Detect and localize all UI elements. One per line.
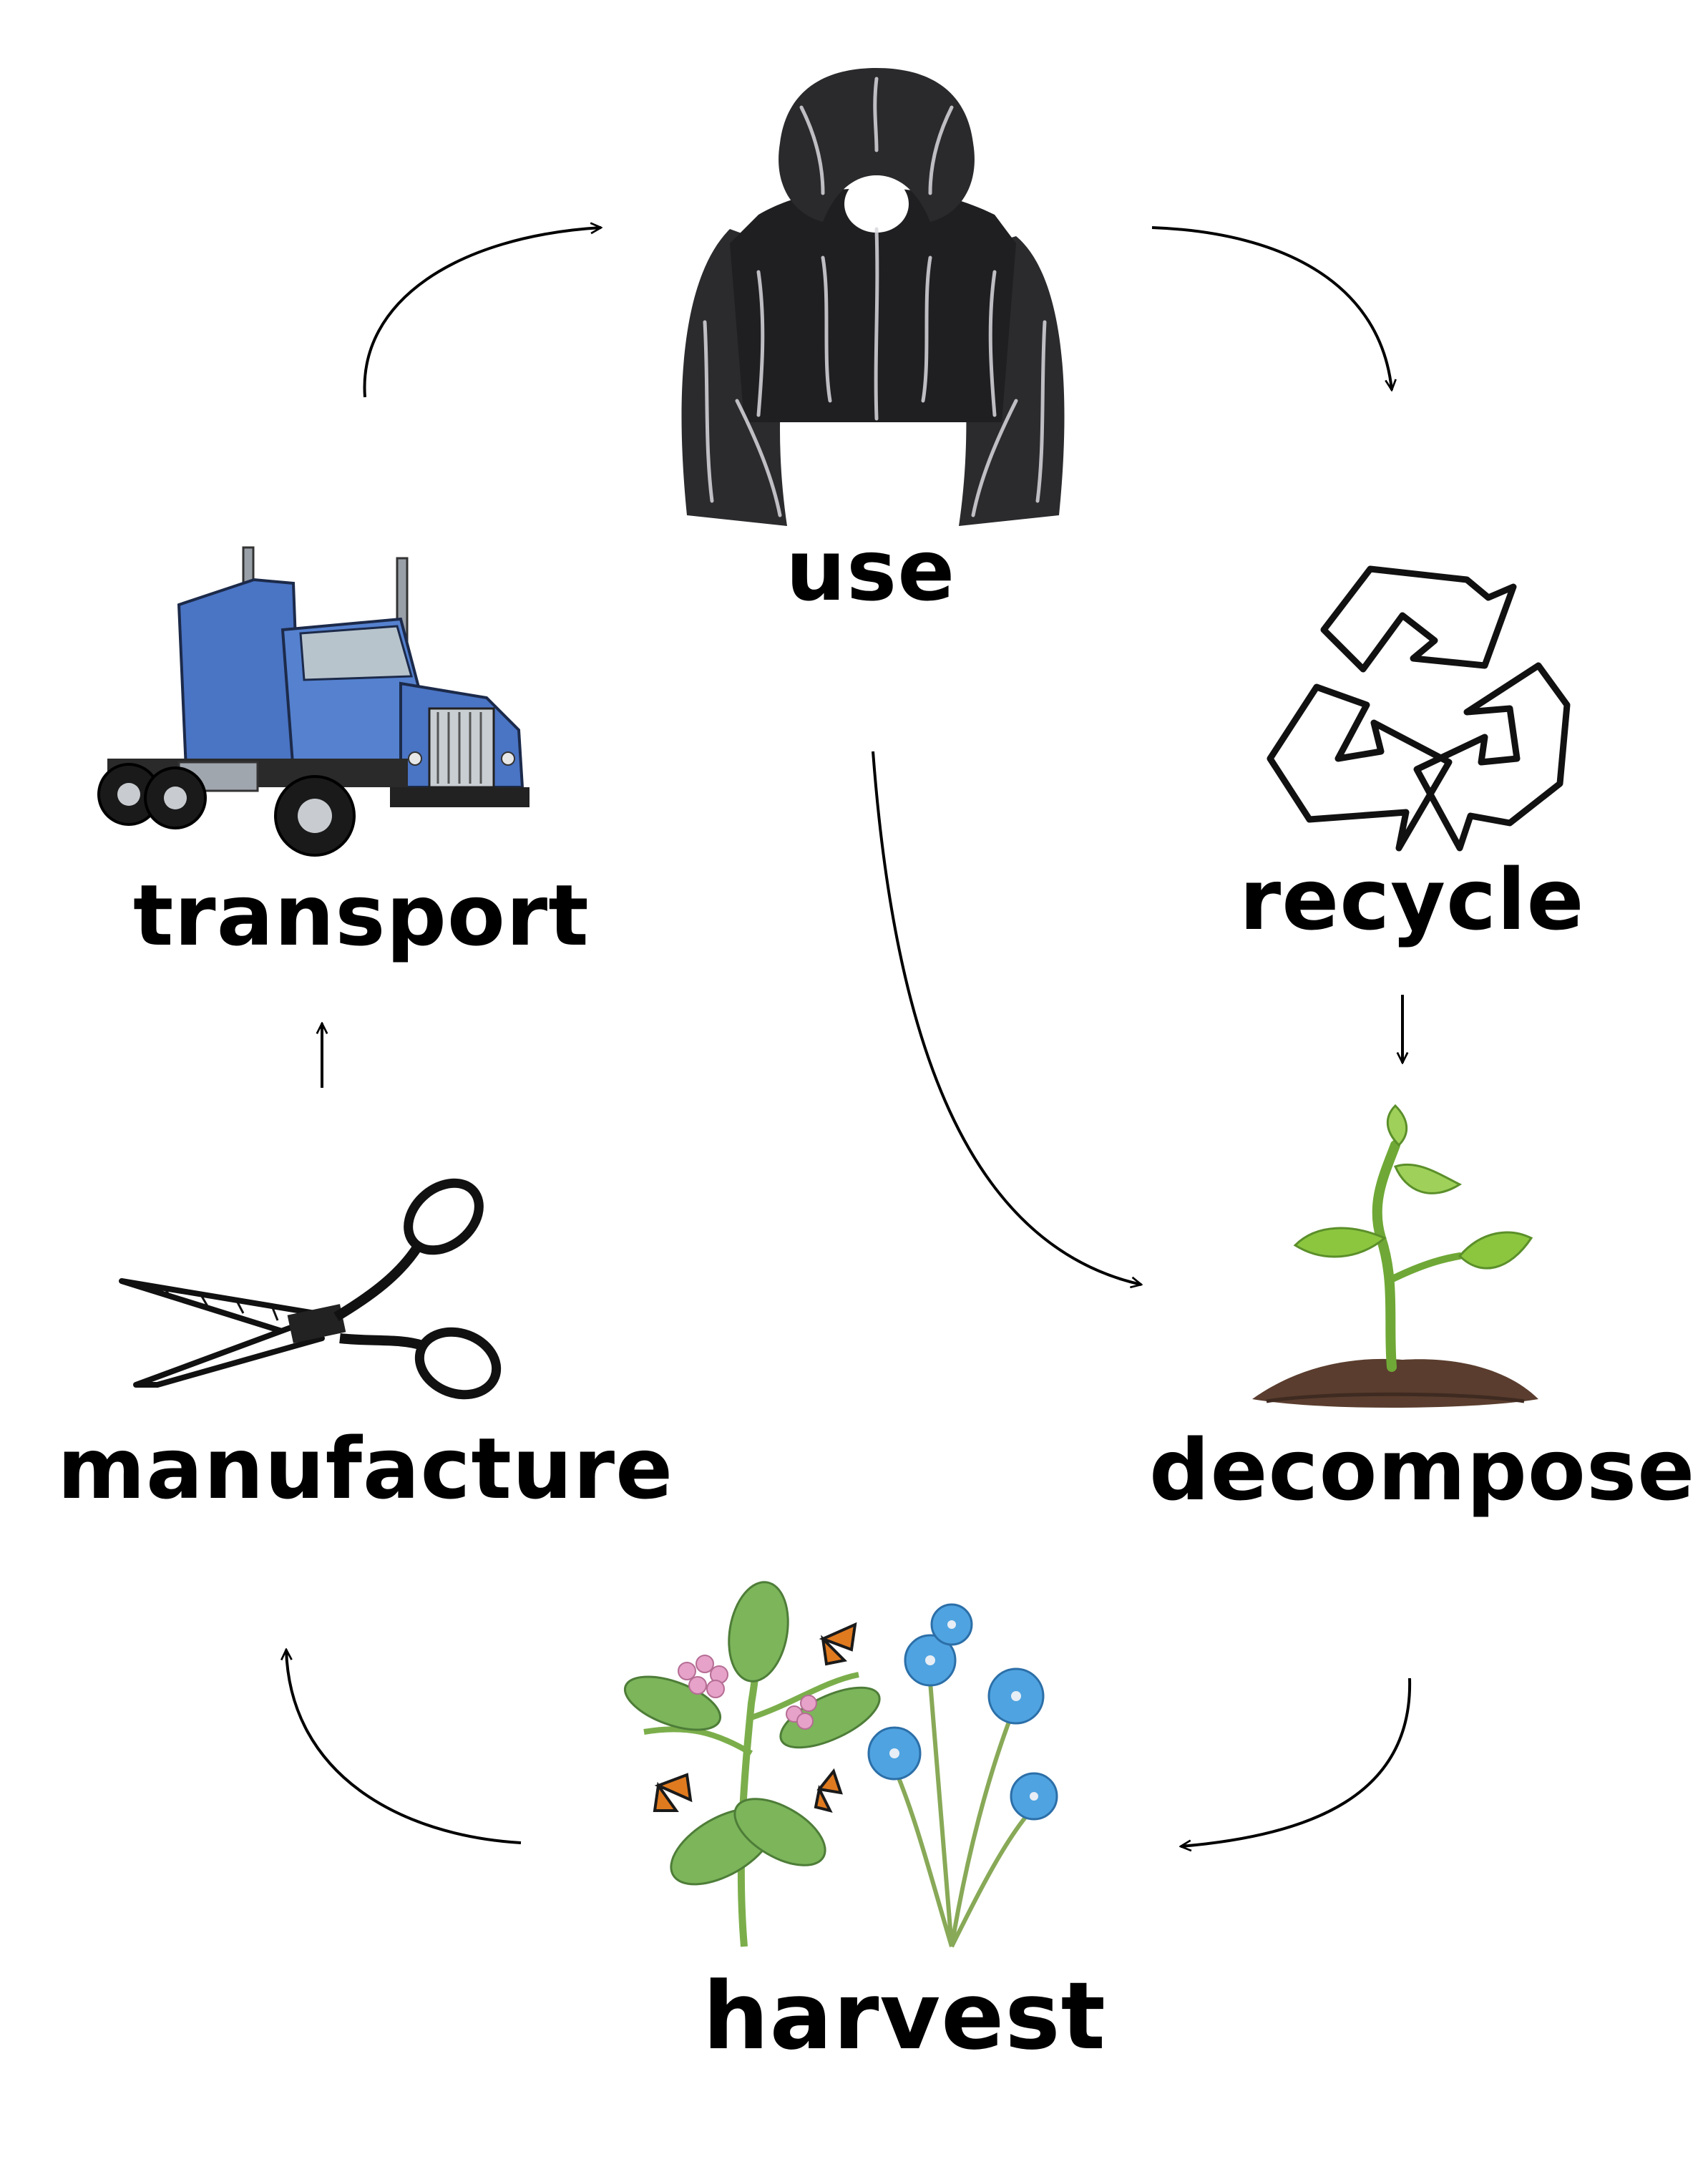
stage-label-recycle: recycle <box>1239 850 1585 949</box>
stage-label-harvest: harvest <box>703 1962 1106 2070</box>
scissors-icon <box>119 1178 502 1400</box>
arrow-decompose-to-harvest <box>1181 1678 1412 1846</box>
recycle-symbol-icon <box>1267 565 1571 852</box>
seedling-icon <box>1252 1104 1538 1408</box>
stage-label-manufacture: manufacture <box>57 1419 674 1518</box>
fur-jacket-icon <box>681 68 1065 526</box>
arrow-use-to-decompose <box>872 751 1141 1285</box>
arrows <box>286 226 1412 1846</box>
arrow-use-to-recycle <box>1151 226 1392 390</box>
plants-butterflies-icon <box>623 1581 1058 1948</box>
truck-icon <box>97 546 530 857</box>
stage-label-transport: transport <box>133 866 590 965</box>
arrow-transport-to-use <box>363 228 601 398</box>
arrow-harvest-to-manufacture <box>286 1650 522 1844</box>
stage-label-use: use <box>786 521 956 620</box>
stage-label-decompose: decompose <box>1149 1421 1696 1519</box>
